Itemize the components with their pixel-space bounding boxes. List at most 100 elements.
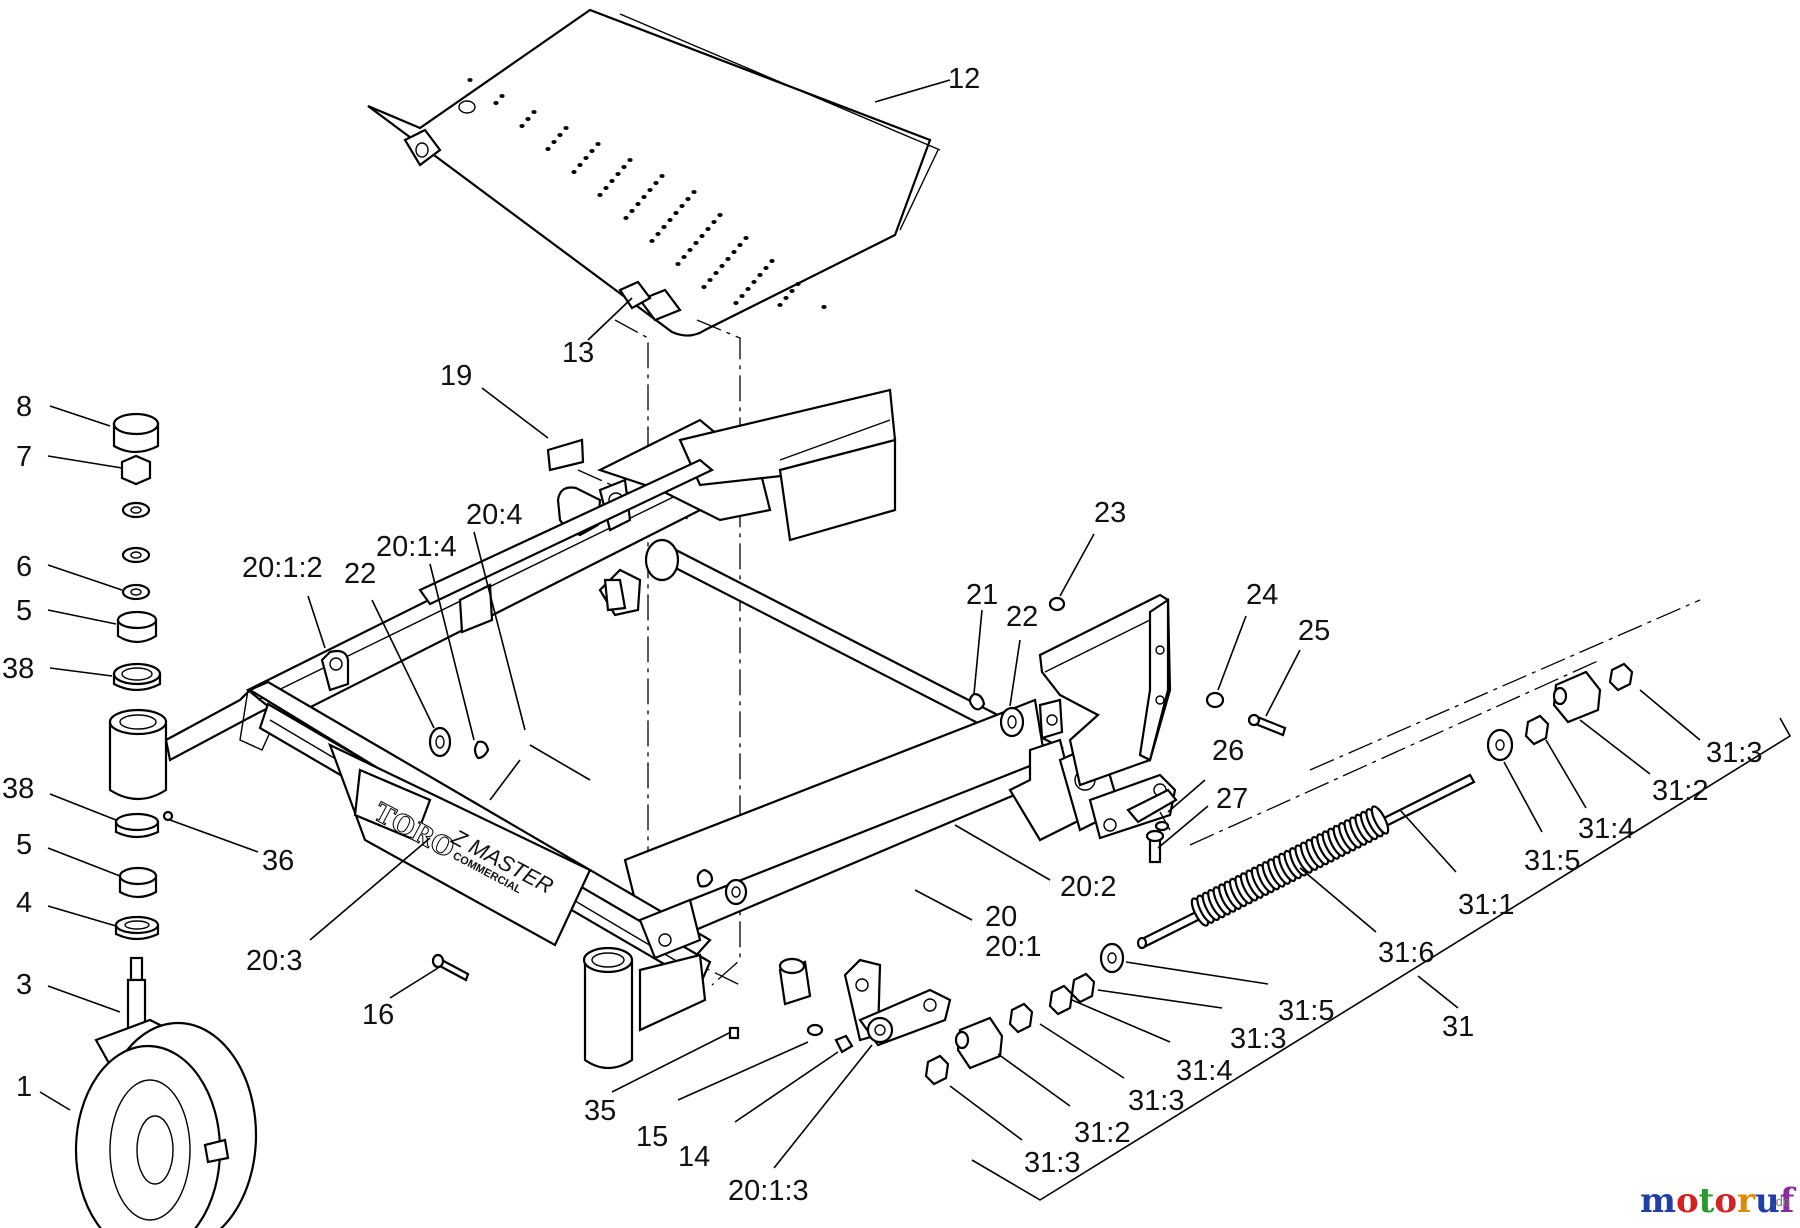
plate-hole [673,211,679,215]
plate-hole [731,250,737,254]
plate-hole [493,101,499,105]
leader-5b [47,847,121,877]
label-20-1-4: 20:1:4 [376,531,457,563]
label-1: 1 [16,1071,32,1103]
label-6: 6 [16,551,32,583]
plate-hole [711,220,717,224]
spring-assembly [924,662,1634,1086]
plate-hole [621,165,627,169]
label-31-5b: 31:5 [1278,995,1334,1027]
plate-hole [597,193,603,197]
plate-hole [783,296,789,300]
leader-12 [874,79,951,103]
plate-hole [627,158,633,162]
spring-coils [1190,805,1390,927]
label-20-2: 20:2 [1060,871,1116,903]
leader-13 [587,297,633,341]
plate-hole [693,241,699,245]
leader-38b [49,793,117,821]
label-22a: 22 [344,558,376,590]
leader-7 [47,455,123,469]
left-leaders [307,531,873,1169]
plate-hole [603,186,609,190]
plate-hole [699,234,705,238]
label-20-1-3: 20:1:3 [728,1175,809,1207]
spring-coil [1370,805,1390,835]
label-38a: 38 [2,653,34,685]
bolt-16 [431,953,470,982]
plate-hole [615,172,621,176]
leader-4 [47,905,117,927]
label-14: 14 [678,1141,710,1173]
label-4: 4 [16,887,32,919]
clip-washer-mid [696,868,748,906]
plate-hole [641,195,647,199]
label-21: 21 [966,579,998,611]
plate-hole [681,255,687,259]
plate-hole [653,181,659,185]
plate-hole [733,301,739,305]
label-22b: 22 [1006,601,1038,633]
leader-19 [481,387,549,439]
small-fasteners [728,1023,854,1054]
assembly-line-b [696,319,741,986]
label-23: 23 [1094,497,1126,529]
plate-hole [531,110,537,114]
label-8: 8 [16,391,32,423]
label-26: 26 [1212,735,1244,767]
plate-hole [739,294,745,298]
label-20-1-2: 20:1:2 [242,552,323,584]
plate-hole [519,124,525,128]
watermark-suffix: .de [1772,1194,1790,1209]
plate-hole [525,117,531,121]
label-5a: 5 [16,595,32,627]
frame-assembly [164,388,1177,1070]
plate-hole [769,259,775,263]
caster-assembly [74,412,258,1228]
plate-hole [577,163,583,167]
plate-hole [719,264,725,268]
plate-hole [623,216,629,220]
label-25: 25 [1298,615,1330,647]
plate-hole [713,271,719,275]
label-19: 19 [440,360,472,392]
plate-hole [647,188,653,192]
label-13: 13 [562,337,594,369]
plate-hole [629,209,635,213]
plate-hole [649,239,655,243]
plate-hole [763,266,769,270]
label-31-1: 31:1 [1458,889,1514,921]
foot-plate [367,8,941,337]
plate-hole [661,225,667,229]
plate-hole [499,94,505,98]
plate-hole [675,262,681,266]
plate-hole [655,232,661,236]
plate-hole [757,273,763,277]
label-20-3: 20:3 [246,945,302,977]
foot-plate-holes [467,78,827,309]
mount-bracket [968,593,1287,864]
label-31-2b: 31:2 [1074,1117,1130,1149]
label-31-6: 31:6 [1378,937,1434,969]
plate-hole [545,147,551,151]
plate-hole [701,285,707,289]
label-7: 7 [16,441,32,473]
plate-hole [707,278,713,282]
label-3: 3 [16,969,32,1001]
plate-hole [687,248,693,252]
label-12: 12 [948,63,980,95]
plate-hole [821,305,827,309]
leader-3 [47,985,121,1013]
label-31: 31 [1442,1011,1474,1043]
leader-38a [49,667,113,677]
leader-1 [39,1091,71,1111]
label-16: 16 [362,999,394,1031]
plate-hole [789,289,795,293]
watermark: motoruf .de [1640,1181,1797,1221]
label-31-3c: 31:3 [1128,1085,1184,1117]
washer-22a [428,726,490,760]
label-27: 27 [1216,783,1248,815]
right-leaders [914,533,1301,921]
plate-hole [691,190,697,194]
